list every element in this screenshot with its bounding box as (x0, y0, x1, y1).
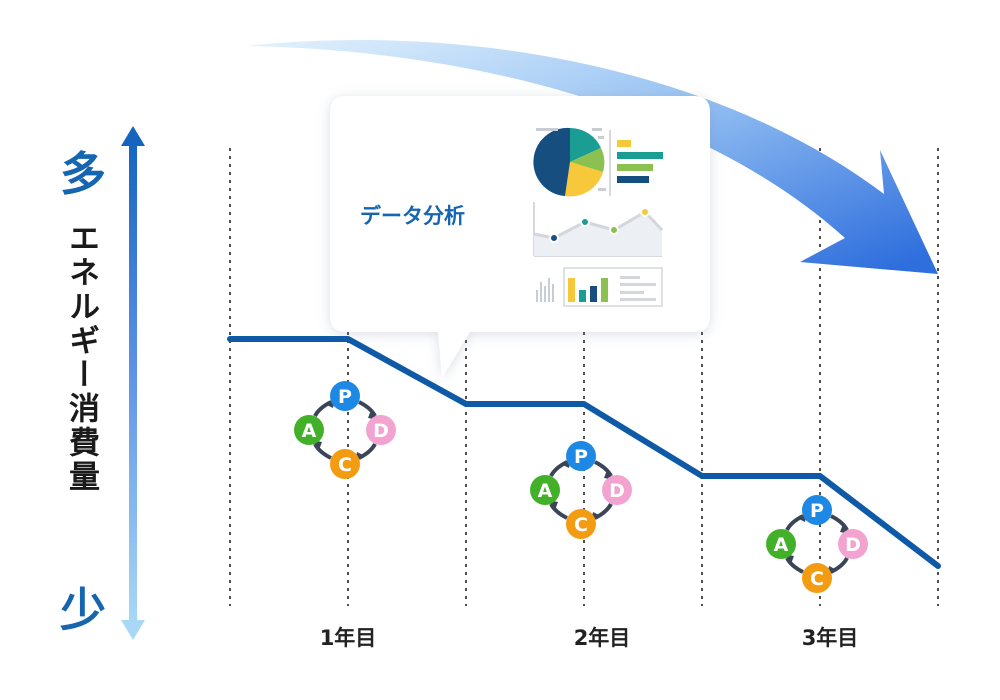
pdca-check-letter: C (338, 454, 352, 476)
energy-axis-arrow (121, 126, 145, 640)
pdca-check-badge (330, 449, 360, 479)
pdca-plan-letter: P (810, 500, 824, 522)
pdca-check-letter: C (810, 568, 824, 590)
pdca-do-badge (366, 415, 396, 445)
pdca-act-badge (766, 529, 796, 559)
year-label-2: 2年目 (573, 626, 631, 650)
pdca-plan-letter: P (338, 386, 352, 408)
callout-title: データ分析 (360, 204, 465, 228)
pie-chart-icon (533, 127, 605, 197)
pdca-act-letter: A (774, 534, 789, 556)
analytics-illustration (533, 127, 664, 307)
line-chart-icon (533, 202, 664, 257)
pdca-act-letter: A (302, 420, 317, 442)
pdca-check-letter: C (574, 514, 588, 536)
pdca-do-letter: D (845, 534, 861, 556)
pdca-plan-letter: P (574, 446, 588, 468)
energy-consumption-axis-label: エネルギー消費量 (63, 222, 99, 494)
pdca-check-badge (802, 563, 832, 593)
pdca-plan-badge (566, 441, 596, 471)
pdca-do-letter: D (609, 480, 625, 502)
pdca-act-badge (530, 475, 560, 505)
bar-chart-icon (563, 267, 663, 307)
year-label-1: 1年目 (319, 626, 377, 650)
pdca-do-letter: D (373, 420, 389, 442)
pdca-do-badge (602, 475, 632, 505)
pdca-check-badge (566, 509, 596, 539)
pdca-act-badge (294, 415, 324, 445)
pdca-plan-badge (802, 495, 832, 525)
energy-step-line (227, 336, 941, 569)
pdca-act-letter: A (538, 480, 553, 502)
pdca-do-badge (838, 529, 868, 559)
horizontal-bar-icon (617, 140, 663, 183)
trend-arrow (246, 40, 938, 275)
pdca-plan-badge (330, 381, 360, 411)
data-analysis-callout (330, 96, 710, 378)
axis-bottom-label: 少 (60, 583, 106, 637)
mini-bar-icon (536, 278, 554, 302)
year-label-3: 3年目 (801, 626, 859, 650)
axis-top-label: 多 (60, 147, 106, 201)
